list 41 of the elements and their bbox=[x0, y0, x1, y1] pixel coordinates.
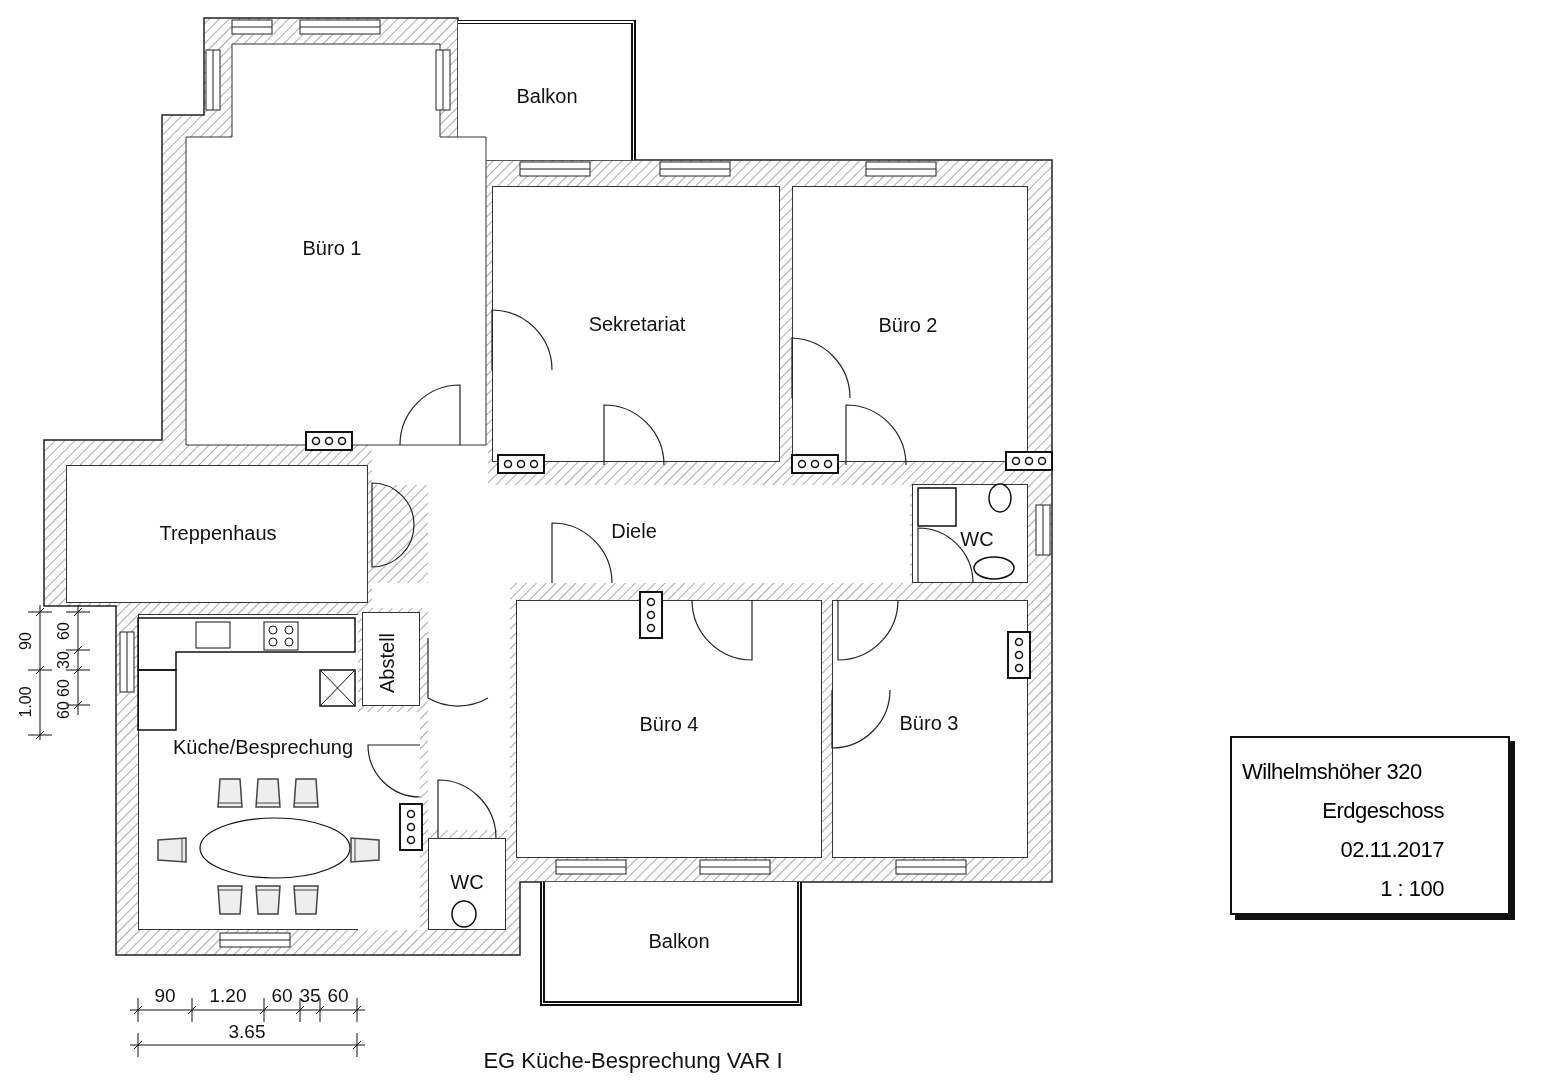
room-label: Büro 3 bbox=[899, 711, 959, 735]
room-label: WC bbox=[960, 527, 994, 551]
room-area bbox=[832, 600, 1028, 858]
room-label: Treppenhaus bbox=[159, 521, 277, 545]
room-label: Balkon bbox=[516, 84, 578, 108]
room-label: Diele bbox=[611, 519, 657, 543]
room-area bbox=[792, 186, 1028, 462]
room-label: Büro 2 bbox=[878, 313, 938, 337]
title-block-text: 1 : 100 bbox=[1379, 875, 1444, 903]
title-block-text: Erdgeschoss bbox=[1321, 797, 1444, 825]
room-label: Abstell bbox=[375, 633, 399, 693]
room-area bbox=[516, 600, 822, 858]
room-label: Büro 4 bbox=[639, 712, 699, 736]
dimension-label: 60 bbox=[327, 985, 349, 1007]
room-label: Sekretariat bbox=[588, 312, 686, 336]
room-area bbox=[428, 485, 910, 583]
dimension-label: 1.00 bbox=[17, 686, 35, 718]
room-area bbox=[492, 186, 780, 462]
title-block-text: Wilhelmshöher 320 bbox=[1242, 758, 1423, 786]
title-block-text: 02.11.2017 bbox=[1339, 836, 1444, 864]
dimension-label: 60 bbox=[55, 701, 73, 719]
balcony-area bbox=[540, 882, 802, 1006]
dimension-label: 60 bbox=[55, 679, 73, 697]
dimension-label: 35 bbox=[299, 985, 321, 1007]
room-area bbox=[362, 612, 420, 706]
dimension-label: 90 bbox=[17, 632, 35, 650]
dimension-label: 60 bbox=[271, 985, 293, 1007]
drawing-caption: EG Küche-Besprechung VAR I bbox=[483, 1048, 783, 1074]
balcony-area bbox=[458, 20, 636, 160]
dimension-label: 90 bbox=[154, 985, 176, 1007]
dimension-label: 30 bbox=[55, 651, 73, 669]
dimension-label: 3.65 bbox=[228, 1021, 266, 1043]
room-label: Büro 1 bbox=[302, 236, 362, 260]
dimension-label: 60 bbox=[55, 622, 73, 640]
room-area bbox=[66, 465, 368, 603]
room-label: Küche/Besprechung bbox=[172, 735, 354, 759]
room-area bbox=[186, 44, 486, 445]
room-label: WC bbox=[450, 870, 484, 894]
room-label: Balkon bbox=[648, 929, 710, 953]
room-area bbox=[428, 838, 506, 930]
dimension-label: 1.20 bbox=[209, 985, 247, 1007]
